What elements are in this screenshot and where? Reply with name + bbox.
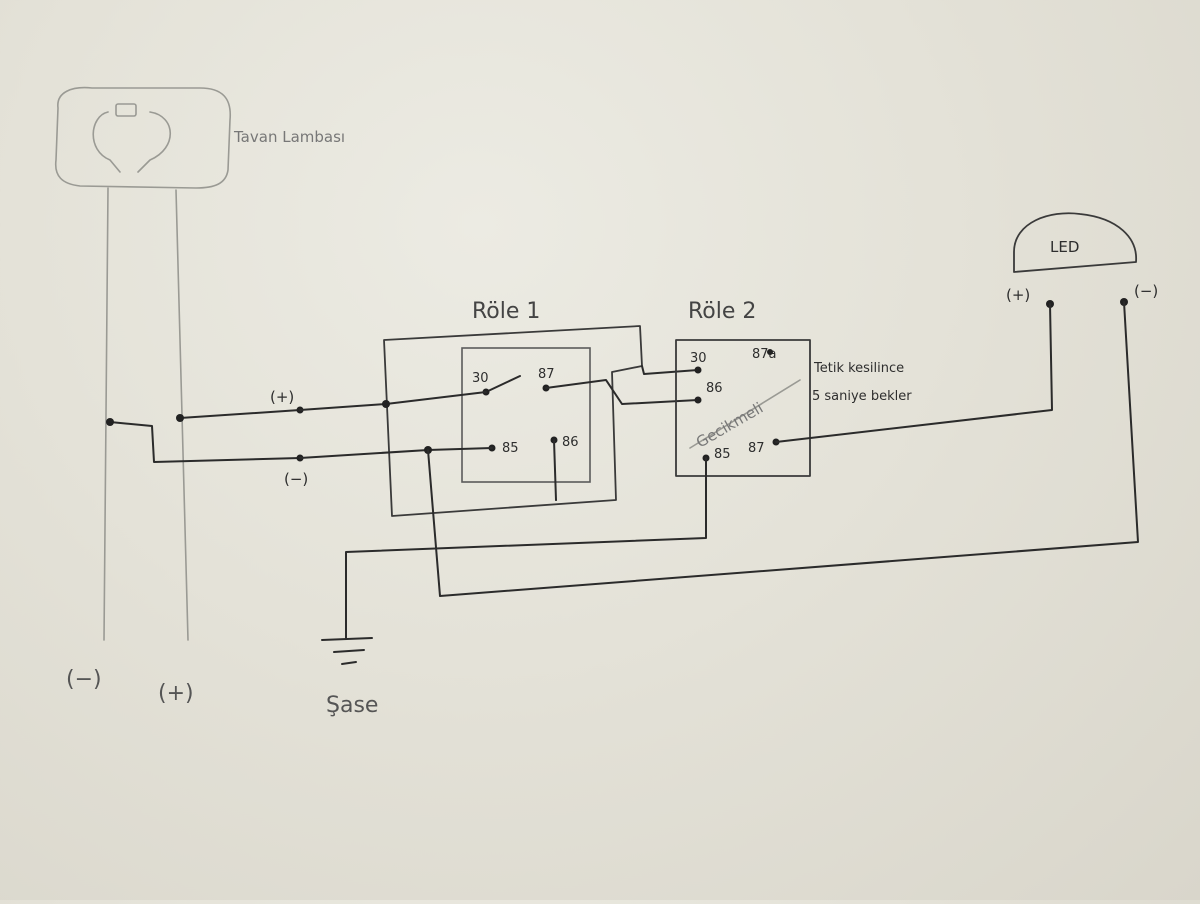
input-plus-label: (+) (270, 388, 294, 406)
relay-2-pin-87: 87 (748, 441, 765, 456)
relay-2-housing (675, 339, 811, 477)
input-minus-label: (−) (284, 470, 308, 488)
relay-1-pin-86: 86 (562, 435, 579, 450)
ground-bar-2 (333, 649, 365, 653)
relay-1-title: Röle 1 (472, 299, 540, 324)
minus-tap-junction (106, 418, 114, 426)
relay-2-pin-86: 86 (706, 381, 723, 396)
lamp-inner-left (92, 111, 121, 173)
delay-note-line1: Tetik kesilince (813, 361, 904, 376)
relay-2-pin-87a: 87a (752, 347, 777, 362)
ground: Şase (321, 457, 707, 718)
relay-1-wiring (299, 365, 699, 501)
lamp-outline (54, 86, 231, 189)
led-minus-label: (−) (1134, 282, 1158, 300)
led-unit: LED (+) (−) (1006, 212, 1158, 308)
relay-2-title: Röle 2 (688, 299, 756, 324)
led-plus-label: (+) (1006, 286, 1030, 304)
lamp-plus-label: (+) (158, 681, 194, 706)
relay-1-switch-arm (485, 375, 521, 393)
plus-feed-wire (179, 409, 301, 419)
minus-feed-wire (109, 421, 301, 463)
minus-to-relay1-85 (299, 447, 493, 459)
feed-to-relay2-30 (641, 365, 699, 375)
lamp-minus-lead (103, 187, 109, 641)
relay-2-pin-85: 85 (714, 447, 731, 462)
input-leads: (+) (−) (106, 388, 308, 488)
plus-junction (382, 400, 390, 408)
relay2-85-to-ground (345, 457, 707, 639)
led-label: LED (1050, 238, 1079, 256)
plus-to-relay1-30 (299, 391, 487, 411)
led-housing (1013, 212, 1137, 273)
relay-2-pin-30-dot (694, 366, 702, 374)
ceiling-lamp: Tavan Lambası (−) (+) (54, 86, 345, 706)
relay-1-pin-30: 30 (472, 371, 489, 386)
led-minus-return (427, 301, 1139, 597)
relay-2-diagonal (689, 379, 801, 449)
relay1-87-to-relay2-86 (545, 379, 699, 405)
ground-label: Şase (326, 693, 378, 718)
ground-bar-1 (321, 637, 373, 641)
relay1-86-lead (553, 439, 557, 501)
led-wiring (427, 301, 1139, 597)
relay-2-pin-87a-dot (767, 349, 773, 355)
lamp-bulb (115, 103, 137, 117)
lamp-inner-right (137, 111, 172, 173)
relay-1: Röle 1 30 87 85 86 (383, 299, 643, 517)
relay-2-pin-86-dot (694, 396, 702, 404)
ground-bar-3 (341, 661, 357, 665)
relay-2: Röle 2 30 87a 86 85 87 Gecikmeli (675, 299, 811, 477)
relay-1-contact-block (461, 347, 591, 483)
relay-1-pin-85: 85 (502, 441, 519, 456)
delay-note: Tetik kesilince 5 saniye bekler (812, 361, 912, 404)
plus-tap-junction (176, 414, 184, 422)
relay-1-pin-87: 87 (538, 367, 555, 382)
delay-note-line2: 5 saniye bekler (812, 389, 912, 404)
lamp-label: Tavan Lambası (233, 128, 345, 146)
lamp-minus-label: (−) (66, 667, 102, 692)
relay-1-housing (383, 325, 643, 517)
relay2-87-to-led-plus (775, 303, 1053, 443)
relay-2-pin-30: 30 (690, 351, 707, 366)
